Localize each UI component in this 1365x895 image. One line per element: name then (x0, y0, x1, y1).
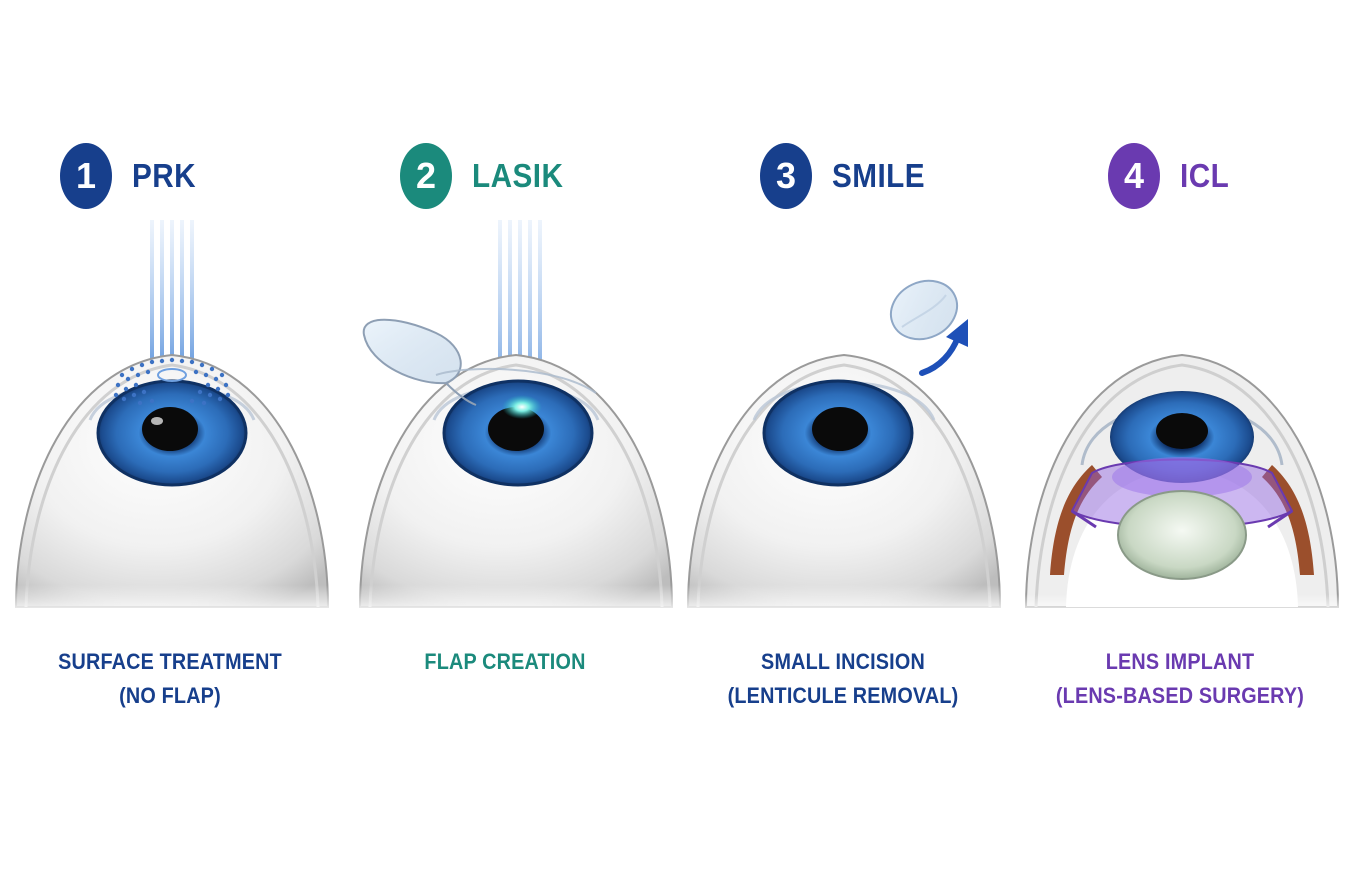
smile-eye-illustration (684, 279, 1004, 615)
pupil-icon (1156, 413, 1208, 449)
laser-beam-icon (498, 220, 542, 405)
caption-line-2: (LENTICULE REMOVAL) (727, 683, 959, 708)
number-badge: 2 (400, 143, 452, 209)
procedure-name: PRK (132, 157, 197, 194)
number-badge: 1 (60, 143, 112, 209)
corneal-flap-icon (362, 318, 597, 406)
procedure-panel-lasik: 2 LASIK FLAP CREATION (340, 0, 680, 895)
procedure-panel-icl: 4 ICL LENS IMPLANT (LENS-BASED SURGERY) (1020, 0, 1365, 895)
procedure-caption-smile: SMALL INCISION (LENTICULE REMOVAL) (708, 645, 978, 713)
caption-line-1: SURFACE TREATMENT (58, 649, 282, 674)
ablation-dots-icon (113, 357, 231, 406)
caption-line-2: (LENS-BASED SURGERY) (1055, 683, 1305, 708)
pupil-icon (142, 407, 198, 451)
lenticule-icon (889, 279, 959, 341)
procedure-caption-prk: SURFACE TREATMENT (NO FLAP) (35, 645, 305, 713)
laser-beam-icon (150, 220, 194, 370)
procedure-heading-prk: 1 PRK (60, 143, 203, 209)
lasik-eye-illustration (356, 220, 676, 615)
procedure-caption-icl: LENS IMPLANT (LENS-BASED SURGERY) (1045, 645, 1315, 713)
pupil-icon (812, 407, 868, 451)
procedure-heading-lasik: 2 LASIK (400, 143, 574, 209)
icl-eye-illustration (1022, 353, 1342, 615)
caption-line-2: (NO FLAP) (119, 683, 221, 708)
number-badge: 3 (760, 143, 812, 209)
laser-glow-icon (502, 395, 542, 419)
procedure-caption-lasik: FLAP CREATION (370, 645, 640, 679)
caption-line-1: SMALL INCISION (761, 649, 925, 674)
procedure-heading-icl: 4 ICL (1108, 143, 1235, 209)
number-badge: 4 (1108, 143, 1160, 209)
procedure-panel-smile: 3 SMILE SMALL INCISION (LENTICULE REMOVA… (680, 0, 1020, 895)
procedure-heading-smile: 3 SMILE (760, 143, 935, 209)
pupil-icon (488, 407, 544, 451)
procedure-name: SMILE (832, 157, 926, 194)
procedure-panel-prk: 1 PRK SURFACE TREATM (0, 0, 340, 895)
prk-eye-illustration (12, 220, 332, 615)
caption-line-1: FLAP CREATION (424, 649, 586, 674)
caption-line-1: LENS IMPLANT (1105, 649, 1255, 674)
removal-arrow-icon (919, 319, 968, 376)
procedure-name: ICL (1180, 157, 1230, 194)
procedure-name: LASIK (472, 157, 564, 194)
